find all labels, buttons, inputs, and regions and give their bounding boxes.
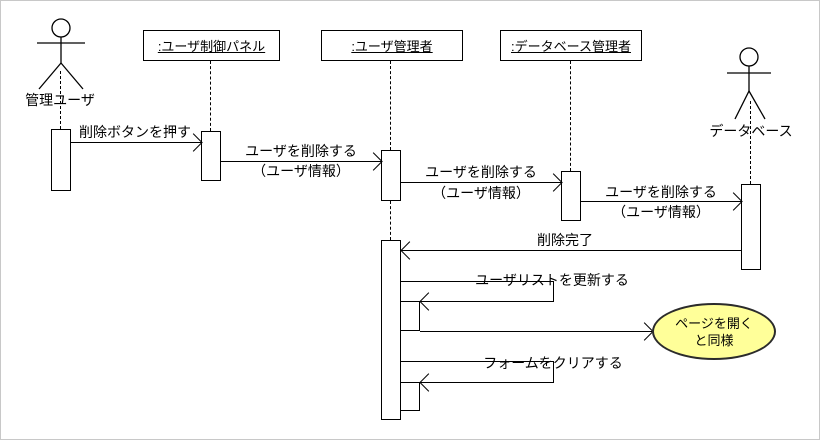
activation-control-panel bbox=[201, 131, 221, 181]
lifeline-database bbox=[750, 101, 751, 184]
message-label-delete-complete: 削除完了 bbox=[537, 232, 593, 248]
message-label-update-user-list: ユーザリストを更新する bbox=[475, 272, 629, 288]
self-message-2-out bbox=[401, 361, 554, 362]
message-label-press-delete: 削除ボタンを押す bbox=[79, 124, 191, 140]
message-line-delete-complete bbox=[401, 250, 741, 251]
message-sublabel-user-info-1: （ユーザ情報） bbox=[252, 163, 350, 179]
message-line-press-delete bbox=[71, 142, 201, 143]
lifeline-box-db-manager-label: :データベース管理者 bbox=[511, 39, 631, 54]
activation-db-manager bbox=[561, 171, 581, 221]
lifeline-box-user-manager-label: :ユーザ管理者 bbox=[351, 39, 433, 54]
actor-database-label: データベース bbox=[709, 123, 793, 139]
lifeline-user-manager-middle bbox=[390, 201, 391, 240]
message-line-delete-user-2 bbox=[401, 182, 561, 183]
lifeline-box-control-panel: :ユーザ制御パネル bbox=[143, 30, 280, 61]
message-sublabel-user-info-3: （ユーザ情報） bbox=[612, 204, 710, 220]
message-line-delete-user-1 bbox=[221, 161, 381, 162]
actor-database-icon bbox=[727, 47, 771, 120]
message-label-delete-user-1: ユーザを削除する bbox=[245, 143, 357, 159]
note-line1: ページを開く bbox=[675, 315, 753, 331]
lifeline-admin-user bbox=[60, 71, 61, 129]
lifeline-box-user-manager: :ユーザ管理者 bbox=[321, 30, 463, 61]
message-sublabel-user-info-2: （ユーザ情報） bbox=[432, 185, 530, 201]
message-label-delete-user-2: ユーザを削除する bbox=[425, 164, 537, 180]
lifeline-control-panel bbox=[210, 61, 211, 131]
activation-user-manager-1 bbox=[381, 150, 401, 201]
activation-admin-user bbox=[51, 129, 71, 191]
actor-admin-user-icon bbox=[37, 18, 85, 90]
lifeline-db-manager bbox=[570, 61, 571, 171]
actor-admin-user-label: 管理ユーザ bbox=[25, 92, 95, 108]
lifeline-user-manager-upper bbox=[390, 61, 391, 150]
message-line-to-note bbox=[420, 331, 652, 332]
lifeline-box-control-panel-label: :ユーザ制御パネル bbox=[157, 39, 266, 54]
activation-nested-2 bbox=[400, 382, 420, 411]
lifeline-box-db-manager: :データベース管理者 bbox=[500, 30, 642, 61]
activation-nested-1 bbox=[400, 301, 420, 331]
message-label-delete-user-3: ユーザを削除する bbox=[605, 184, 717, 200]
message-line-delete-user-3 bbox=[581, 201, 741, 202]
self-message-1-down bbox=[553, 281, 554, 302]
activation-user-manager-2 bbox=[381, 240, 401, 420]
arrowhead-left-icon bbox=[400, 241, 419, 260]
activation-database bbox=[741, 184, 761, 270]
self-message-1-return bbox=[420, 301, 554, 302]
note-line2: と同様 bbox=[694, 332, 734, 348]
note-ellipse: ページを開く と同様 bbox=[652, 303, 776, 360]
message-label-clear-form: フォームをクリアする bbox=[483, 355, 623, 371]
arrowhead-left-icon bbox=[419, 373, 438, 392]
self-message-1-out bbox=[401, 281, 554, 282]
self-message-2-return bbox=[420, 382, 554, 383]
arrowhead-left-icon bbox=[419, 292, 438, 311]
arrowhead-right-icon bbox=[635, 322, 654, 341]
self-message-2-down bbox=[553, 361, 554, 383]
